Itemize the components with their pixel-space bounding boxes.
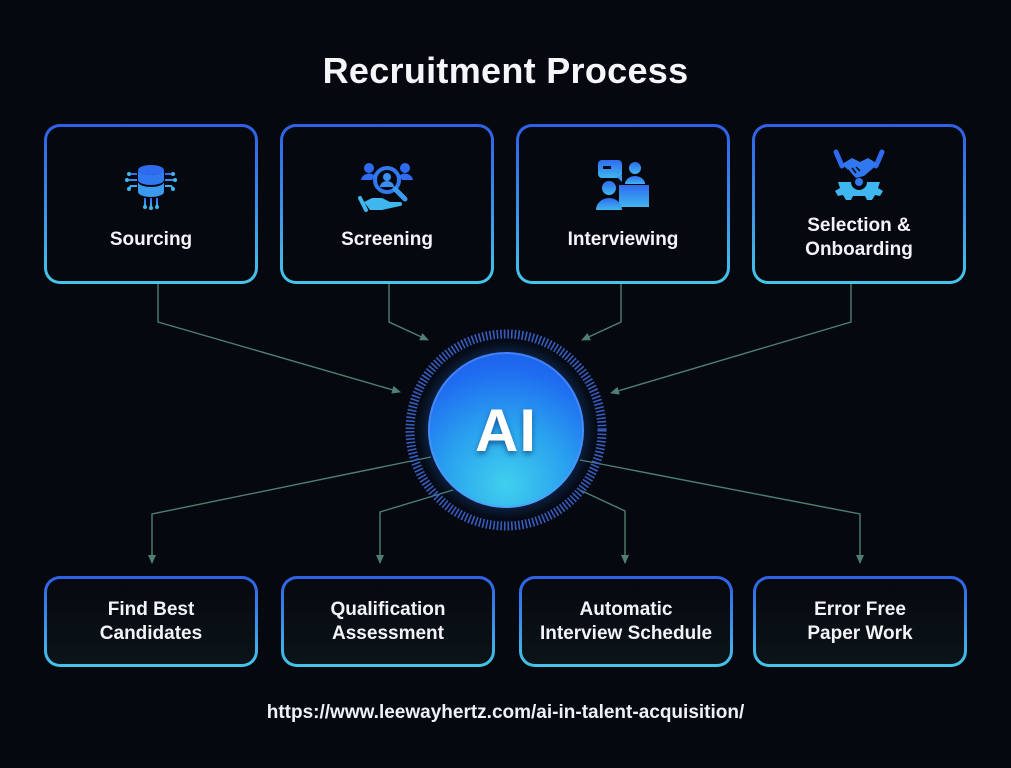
connector-selection-to-ai [610,284,852,395]
stage-label: Sourcing [109,229,193,250]
outcome-card-find-best-candidates: Find Best Candidates [44,576,258,667]
stage-card-interviewing: Interviewing [516,124,730,284]
outcome-label-line2: Candidates [99,622,203,644]
connector-sourcing-to-ai [157,284,401,394]
database-network-icon [120,156,182,218]
handshake-gear-icon [828,146,890,208]
ai-tick-ring [405,329,607,531]
outcome-label-line2: Assessment [332,622,444,644]
outcome-label-line2: Paper Work [807,622,913,644]
source-url[interactable]: https://www.leewayhertz.com/ai-in-talent… [266,702,745,723]
connector-ai-to-qualification [376,489,454,564]
outcome-label-line1: Error Free [814,598,906,620]
interview-chat-icon [592,156,654,218]
candidate-search-icon [356,156,418,218]
connector-interviewing-to-ai [581,284,622,341]
stage-card-selection-onboarding: Selection & Onboarding [752,124,966,284]
diagram-title: Recruitment Process [322,50,689,91]
connector-ai-to-find-best [148,456,432,564]
stage-label-line1: Selection & [807,215,911,236]
connector-ai-to-paperwork [579,459,864,564]
stage-label: Screening [341,229,433,250]
ai-circle: AI [428,352,584,508]
connector-ai-to-interview-schedule [579,489,629,564]
stage-label-line2: Onboarding [805,239,913,260]
outcome-card-qualification-assessment: Qualification Assessment [281,576,495,667]
connector-screening-to-ai [388,284,429,341]
outcome-card-error-free-paper-work: Error Free Paper Work [753,576,967,667]
stage-card-screening: Screening [280,124,494,284]
stage-label: Interviewing [567,229,679,250]
outcome-label-line1: Find Best [107,598,195,620]
ai-hub: AI [404,328,608,532]
outcome-card-automatic-interview-schedule: Automatic Interview Schedule [519,576,733,667]
ai-label: AI [475,396,537,464]
outcome-label-line2: Interview Schedule [539,622,713,644]
outcome-label-line1: Qualification [330,598,446,620]
stage-card-sourcing: Sourcing [44,124,258,284]
outcome-label-line1: Automatic [579,598,673,620]
